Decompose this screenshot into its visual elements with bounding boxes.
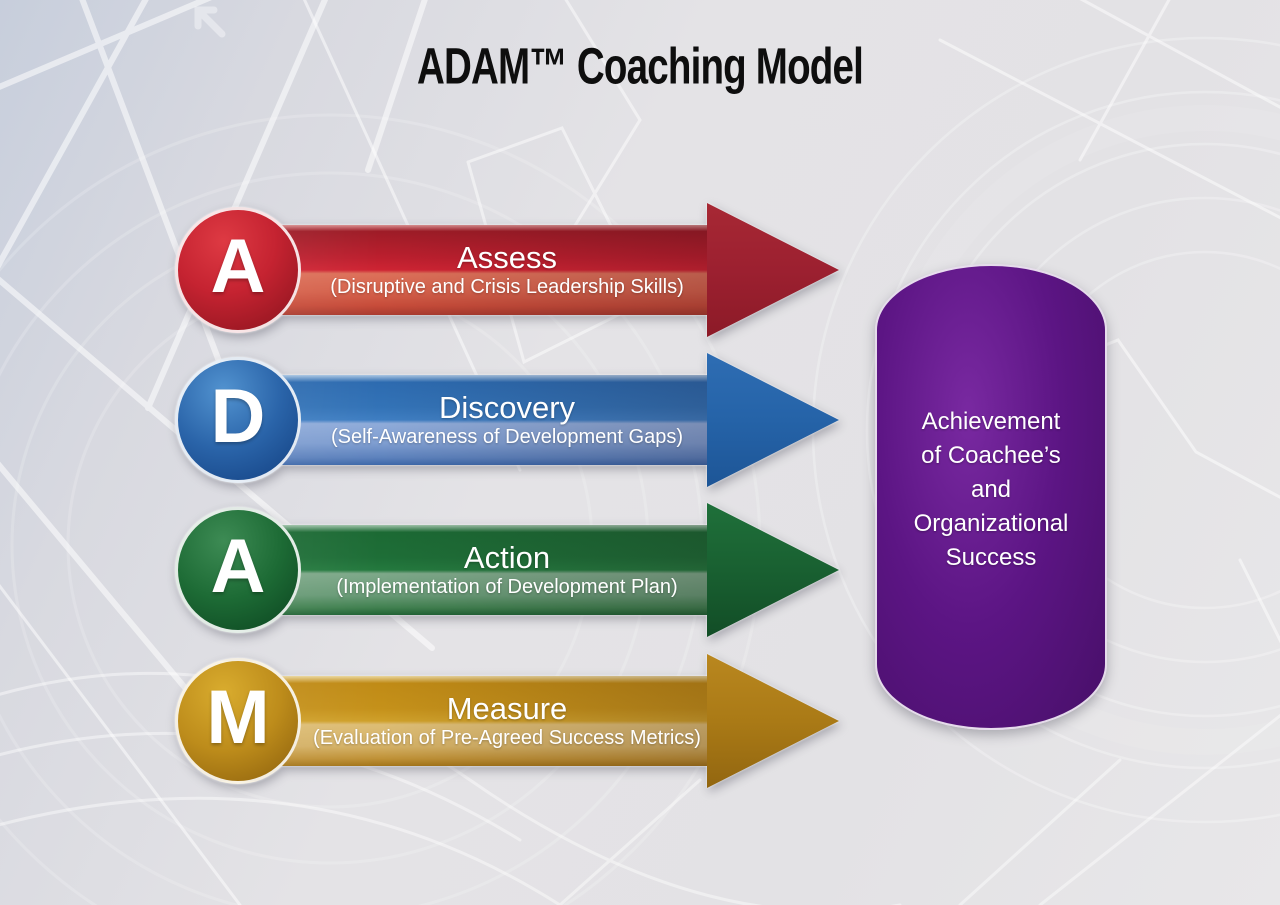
outcome-line: Achievement	[921, 408, 1061, 435]
action-label: Action	[463, 540, 551, 575]
assess-letter-badge: A	[175, 207, 301, 333]
assess-label: Assess	[457, 240, 557, 275]
page-title: ADAM™ Coaching Model	[416, 36, 864, 95]
step-row-assess: A Assess (Disruptive and Crisis Leadersh…	[175, 203, 839, 337]
action-letter-badge: A	[175, 507, 301, 633]
measure-arrow-body	[239, 676, 709, 766]
step-row-discovery: D Discovery (Self-Awareness of Developme…	[175, 353, 839, 487]
assess-arrow-body	[239, 225, 709, 315]
measure-letter: M	[206, 675, 270, 760]
action-arrow-body	[239, 525, 709, 615]
discovery-letter: D	[210, 374, 266, 459]
step-row-measure: M Measure (Evaluation of Pre-Agreed Succ…	[175, 654, 839, 788]
action-letter: A	[210, 524, 266, 609]
action-labels: Action (Implementation of Development Pl…	[239, 525, 775, 615]
measure-labels: Measure (Evaluation of Pre-Agreed Succes…	[239, 676, 775, 766]
step-row-action: A Action (Implementation of Development …	[175, 503, 839, 637]
discovery-labels: Discovery (Self-Awareness of Development…	[239, 375, 775, 465]
outcome-line: and	[970, 476, 1012, 503]
assess-letter: A	[210, 224, 266, 309]
measure-letter-badge: M	[175, 658, 301, 784]
outcome-line: Success	[945, 544, 1037, 571]
discovery-sublabel: (Self-Awareness of Development Gaps)	[330, 426, 683, 448]
assess-labels: Assess (Disruptive and Crisis Leadership…	[239, 225, 775, 315]
discovery-arrow-body	[239, 375, 709, 465]
outcome-text: Achievement of Coachee’s and Organizatio…	[914, 405, 1069, 575]
assess-sublabel: (Disruptive and Crisis Leadership Skills…	[330, 276, 684, 298]
outcome-line: Organizational	[913, 510, 1069, 537]
action-sublabel: (Implementation of Development Plan)	[336, 576, 678, 598]
discovery-letter-badge: D	[175, 357, 301, 483]
outcome-line: of Coachee’s	[921, 442, 1061, 469]
discovery-label: Discovery	[438, 390, 576, 425]
outcome-cylinder: Achievement of Coachee’s and Organizatio…	[875, 264, 1107, 730]
measure-sublabel: (Evaluation of Pre-Agreed Success Metric…	[313, 727, 701, 749]
measure-label: Measure	[446, 691, 568, 726]
